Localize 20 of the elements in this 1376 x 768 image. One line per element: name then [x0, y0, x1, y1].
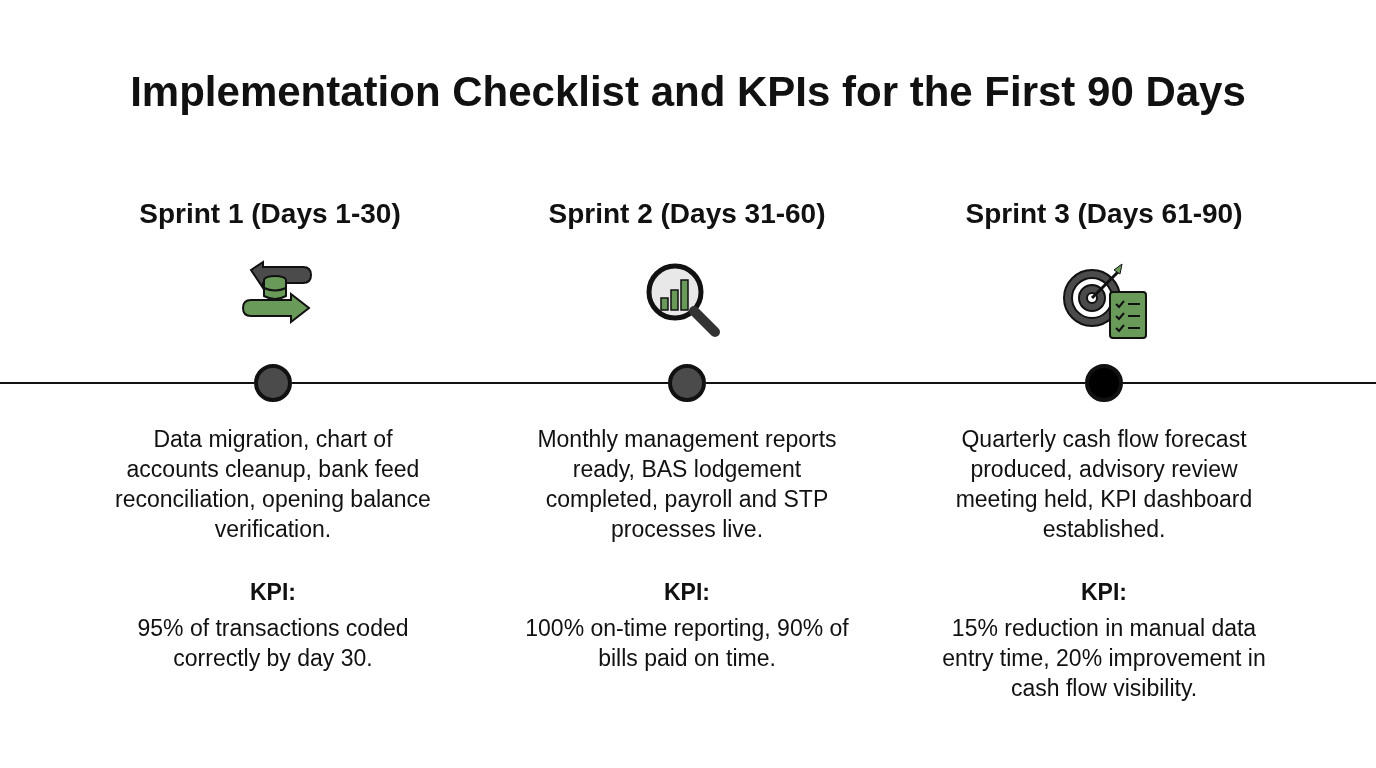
- sprint-heading: Sprint 2 (Days 31-60): [547, 197, 827, 231]
- kpi-label: KPI:: [249, 578, 297, 607]
- sprint-description: Quarterly cash flow forecast produced, advisory review meeting held, KPI dashboard established.: [954, 425, 1254, 544]
- kpi-text: 100% on-time reporting, 90% of bills paid on time.: [524, 614, 850, 673]
- timeline-line: [705, 382, 1086, 384]
- timeline-dot: [1085, 364, 1123, 402]
- kpi-label: KPI:: [663, 578, 711, 607]
- sprint-heading: Sprint 3 (Days 61-90): [964, 197, 1244, 231]
- timeline-line: [0, 382, 255, 384]
- timeline-line: [1122, 382, 1376, 384]
- sprint-description: Data migration, chart of accounts cleanup, bank feed reconciliation, opening balance verification.: [114, 425, 432, 544]
- timeline-dot: [254, 364, 292, 402]
- timeline-dot: [668, 364, 706, 402]
- kpi-label: KPI:: [1080, 578, 1128, 607]
- sprint-heading: Sprint 1 (Days 1-30): [138, 197, 402, 231]
- sprint-description: Monthly management reports ready, BAS lodgement completed, payroll and STP processes live.: [536, 425, 838, 544]
- kpi-text: 15% reduction in manual data entry time, 20% improvement in cash flow visibility.: [941, 614, 1267, 703]
- title: Implementation Checklist and KPIs for the First 90 Days: [129, 68, 1247, 116]
- kpi-text: 95% of transactions coded correctly by day 30.: [136, 614, 410, 673]
- timeline-line: [291, 382, 669, 384]
